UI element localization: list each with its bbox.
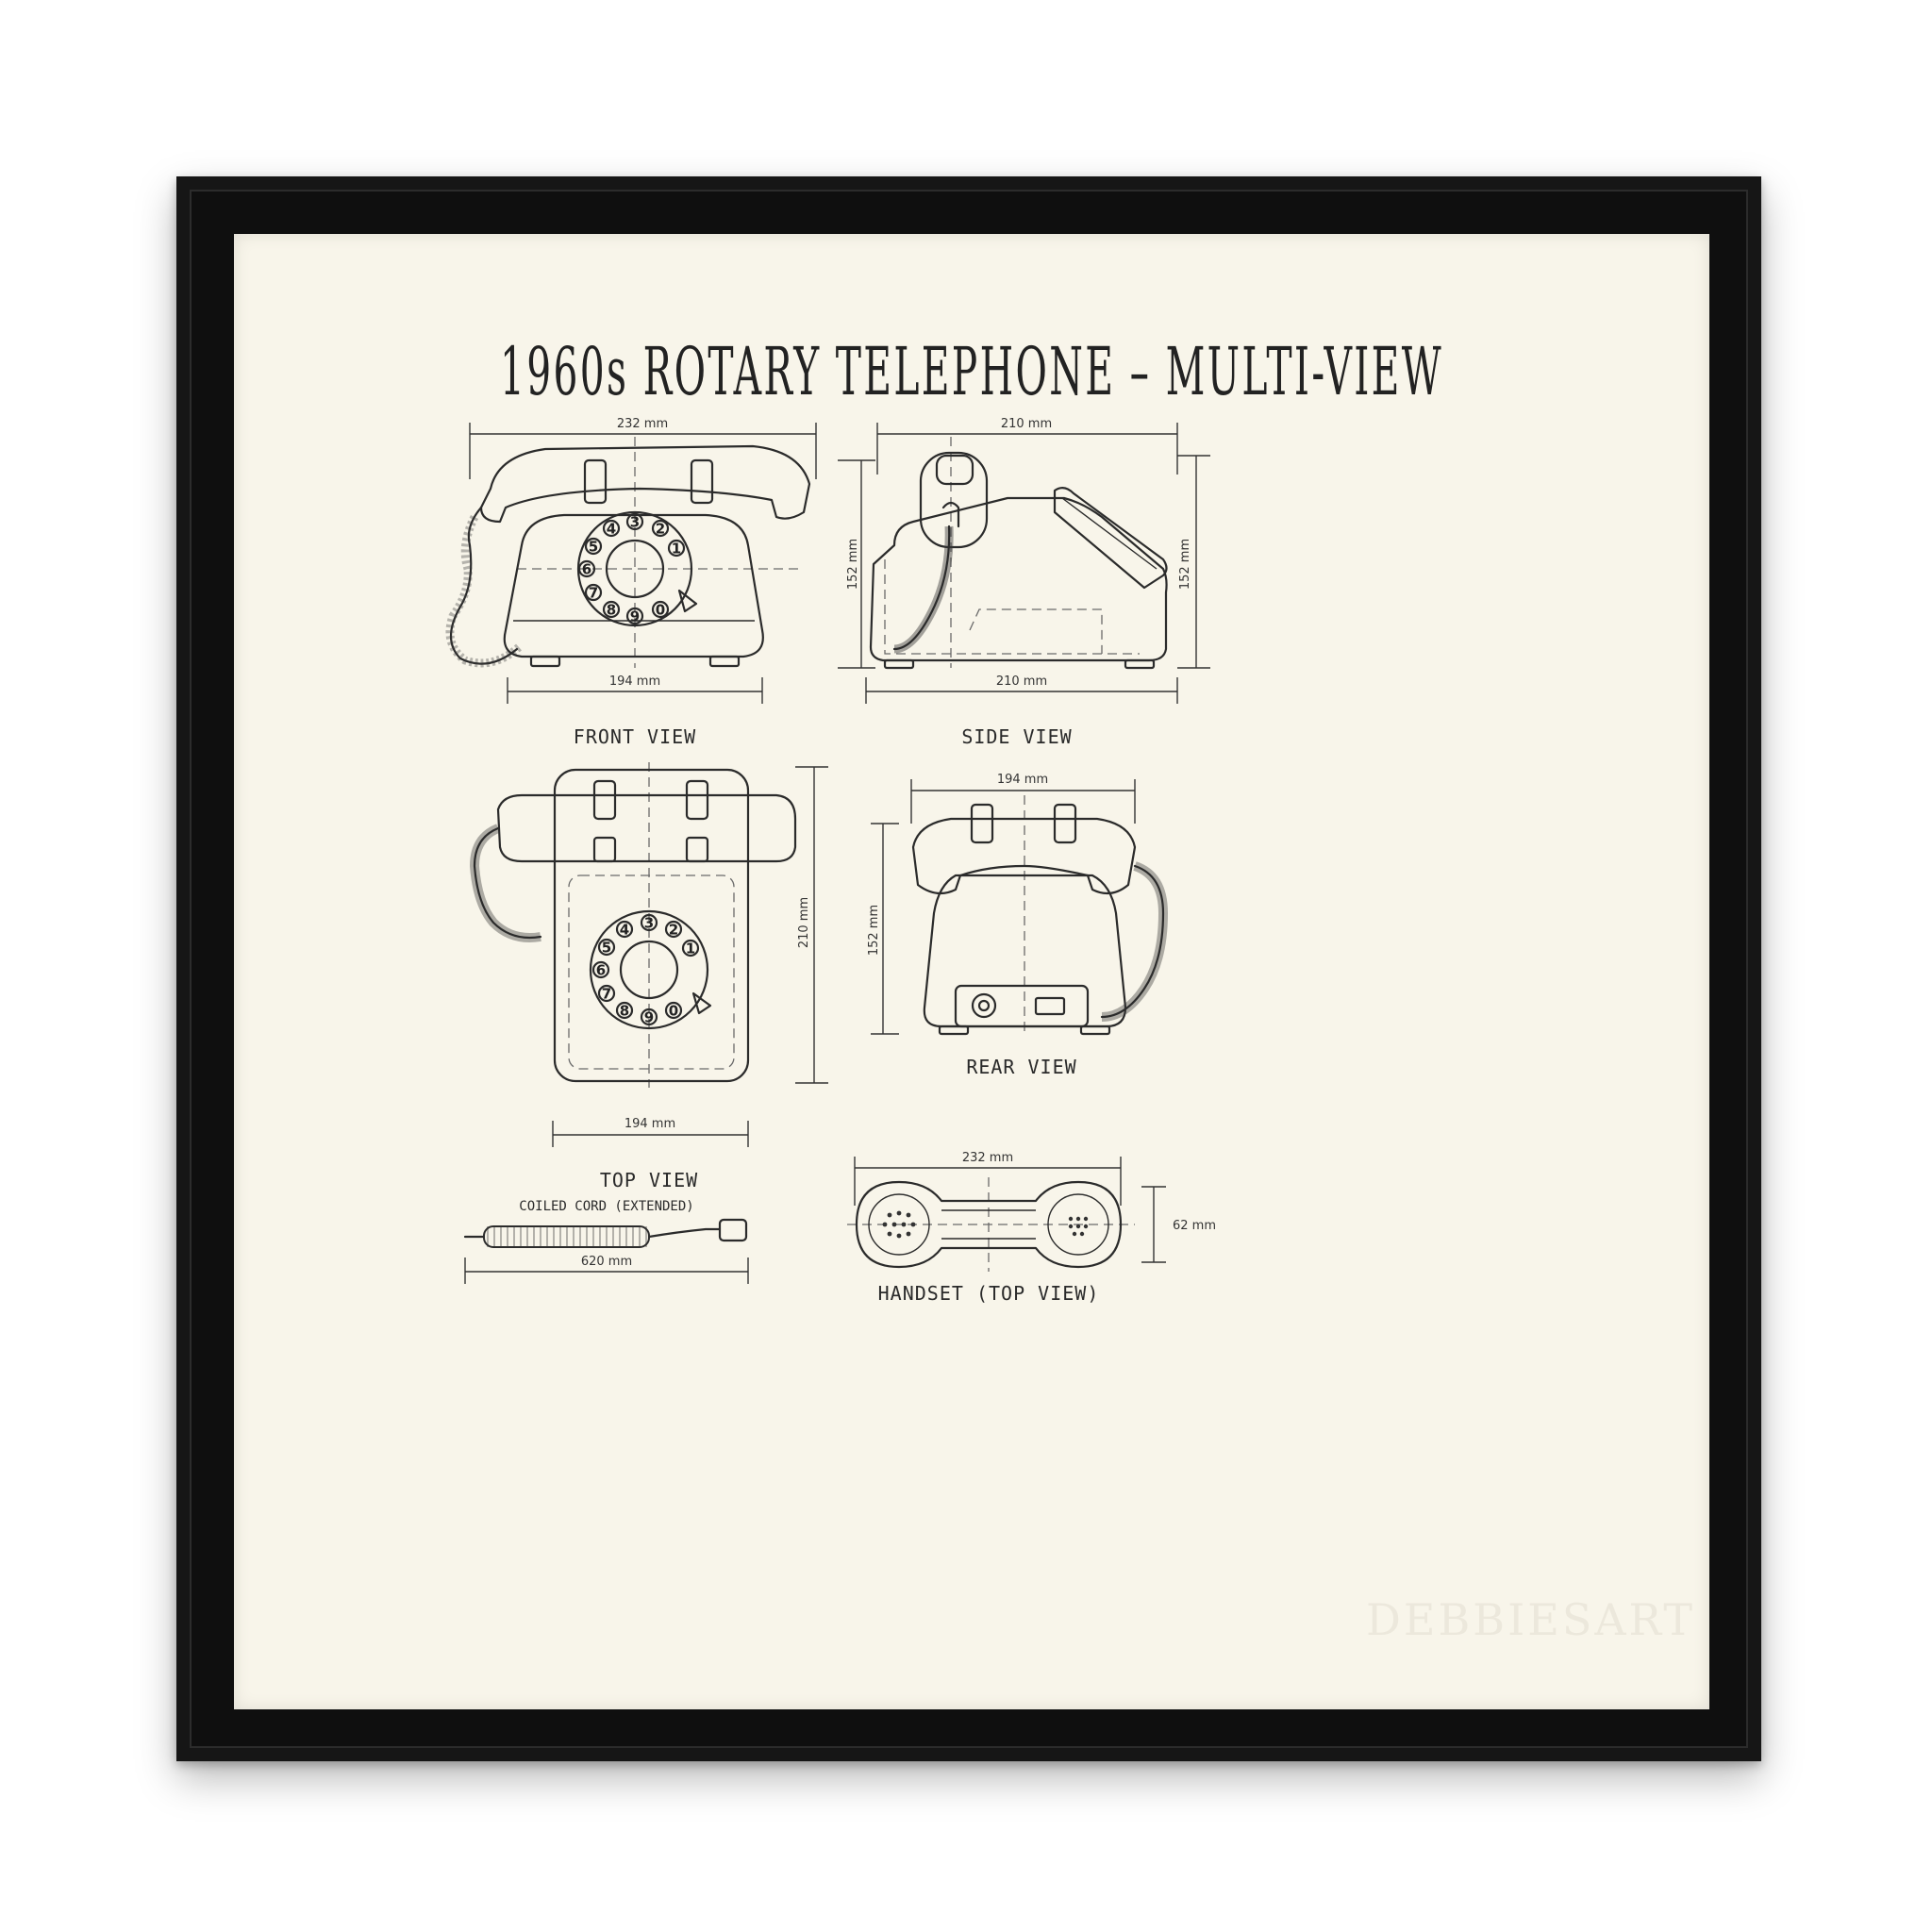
svg-text:9: 9 [644, 1009, 654, 1026]
rear-width-top-label: 194 mm [997, 773, 1048, 787]
top-view-label: TOP VIEW [600, 1169, 698, 1191]
cord-length-label: 620 mm [581, 1255, 632, 1269]
svg-text:0: 0 [656, 602, 665, 619]
svg-text:9: 9 [630, 608, 640, 625]
top-width-base-label: 194 mm [625, 1117, 675, 1131]
side-view-label: SIDE VIEW [961, 725, 1072, 748]
side-view: 210 mm 152 mm 210 mm [865, 417, 1210, 704]
watermark: DEBBIESART [1366, 1594, 1695, 1645]
side-width-base-label: 210 mm [996, 675, 1047, 689]
svg-text:8: 8 [620, 1003, 629, 1020]
svg-text:4: 4 [607, 521, 616, 538]
svg-text:2: 2 [669, 922, 678, 939]
front-view: 232 mm 152 mm 194 mm [445, 417, 875, 704]
handset-view: 232 mm 62 mm HANDSET (TOP VIEW) [847, 1151, 1216, 1305]
handset-width-label: 232 mm [962, 1151, 1013, 1165]
top-view: 210 mm 194 mm [469, 762, 828, 1147]
svg-text:3: 3 [630, 514, 640, 531]
handset-height-label: 62 mm [1173, 1219, 1216, 1233]
front-view-label: FRONT VIEW [574, 725, 696, 748]
handset-view-label: HANDSET (TOP VIEW) [878, 1282, 1100, 1305]
cord-label: COILED CORD (EXTENDED) [519, 1199, 693, 1214]
diagram-title: 1960s ROTARY TELEPHONE – MULTI-VIEW [500, 333, 1443, 410]
coiled-cord-view: COILED CORD (EXTENDED) 620 mm [463, 1199, 749, 1284]
svg-text:8: 8 [607, 602, 616, 619]
svg-text:0: 0 [669, 1003, 678, 1020]
front-width-base-label: 194 mm [609, 675, 660, 689]
svg-text:7: 7 [589, 585, 598, 602]
canvas-print: 1960s ROTARY TELEPHONE – MULTI-VIEW 232 … [234, 234, 1709, 1709]
side-height-label: 152 mm [1178, 539, 1192, 590]
top-dial-digits: 3 2 1 4 5 6 7 8 9 0 [591, 913, 700, 1026]
svg-text:6: 6 [596, 962, 606, 979]
top-height-label: 210 mm [797, 897, 811, 948]
svg-text:1: 1 [686, 941, 695, 958]
side-width-top-label: 210 mm [1001, 417, 1052, 431]
svg-text:3: 3 [644, 915, 654, 932]
front-height-label: 152 mm [846, 539, 860, 590]
svg-text:1: 1 [672, 541, 681, 558]
svg-text:5: 5 [602, 940, 611, 957]
rear-view: 194 mm 152 mm [867, 773, 1169, 1036]
rear-view-label: REAR VIEW [966, 1056, 1076, 1078]
svg-text:6: 6 [582, 561, 591, 578]
rear-height-label: 152 mm [867, 905, 881, 956]
svg-text:5: 5 [589, 539, 598, 556]
svg-text:2: 2 [656, 521, 665, 538]
svg-text:7: 7 [602, 986, 611, 1003]
blueprint-drawing: 1960s ROTARY TELEPHONE – MULTI-VIEW 232 … [445, 333, 1695, 1645]
svg-text:4: 4 [620, 922, 629, 939]
front-dial-digits: 3 2 1 4 5 6 7 8 9 0 [577, 512, 686, 625]
front-width-top-label: 232 mm [617, 417, 668, 431]
